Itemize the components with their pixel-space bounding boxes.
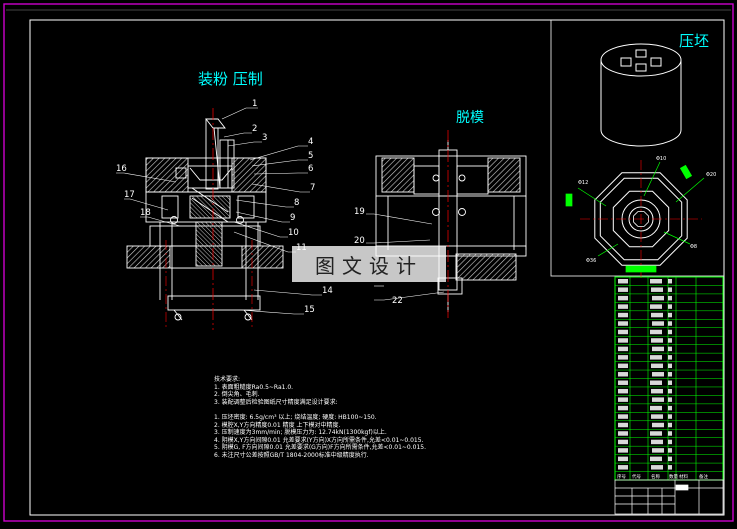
note-line: 2. 模腔X,Y方向精度0.01 精度 上下模对中精度.	[214, 421, 341, 429]
dimension-label: Φ20	[706, 172, 716, 178]
callout-label: 17	[124, 190, 135, 200]
note-line	[214, 406, 544, 414]
blank-dimensions	[565, 161, 705, 273]
note-line: 1. 表面粗糙度Ra0.5~Ra1.0.	[214, 383, 294, 391]
bom-header-cell: 数量	[669, 473, 678, 480]
note-line: 2. 倒尖角、毛刺.	[214, 391, 260, 399]
note-line: 4. 阴模X,Y方向间隙0.01 允差要求(Y方向)X方向所需条件,允差<0.0…	[214, 436, 424, 444]
bom-header-cell: 代号	[632, 473, 641, 480]
note-line: 3. 装配调整后检验图纸尺寸精度满足设计要求:	[214, 398, 338, 406]
dimension-label: Φ36	[586, 258, 596, 264]
callout-label: 4	[308, 137, 313, 147]
callout-label: 8	[294, 198, 299, 208]
callout-label: 20	[354, 236, 365, 246]
title-press: 装粉 压制	[198, 70, 263, 88]
note-line: 技术要求:	[214, 376, 241, 383]
callout-label: 19	[354, 207, 365, 217]
bom-header-cell: 备注	[699, 473, 708, 480]
bom-header-cell: 名称	[651, 473, 660, 480]
callout-label: 6	[308, 164, 313, 174]
callout-label: 15	[304, 305, 315, 315]
press-callouts: 12345678910111415161718	[116, 99, 333, 315]
outer-frame	[3, 3, 734, 522]
callout-label: 14	[322, 286, 333, 296]
callout-label: 22	[392, 296, 403, 306]
dimension-label: Φ10	[656, 156, 666, 162]
demold-assembly	[375, 140, 527, 312]
note-line: 6. 未注尺寸公差按照GB/T 1804-2000标准中级精度执行.	[214, 451, 369, 459]
callout-label: 1	[252, 99, 257, 109]
dimension-label: Φ12	[578, 180, 588, 186]
callout-label: 18	[140, 208, 151, 218]
watermark: 图文设计	[292, 246, 446, 282]
demold-callouts: 19 20 22	[354, 207, 403, 306]
title-demold: 脱模	[456, 110, 484, 126]
callout-label: 5	[308, 151, 313, 161]
callout-label: 3	[262, 133, 267, 143]
technical-notes: 技术要求:1. 表面粗糙度Ra0.5~Ra1.0.2. 倒尖角、毛刺.3. 装配…	[214, 376, 544, 460]
demold-leaders	[366, 213, 445, 301]
callout-label: 16	[116, 164, 127, 174]
title-blank: 压坯	[679, 32, 709, 50]
callout-label: 2	[252, 124, 257, 134]
bom-table: 序号代号 名称 数量材料 备注	[614, 276, 724, 481]
note-line: 3. 压制速度为3mm/min; 脱模压力为: 12.74kN(1300kgf)…	[214, 429, 387, 437]
bom-header-cell: 材料	[679, 473, 688, 480]
blank-view-box	[550, 19, 725, 277]
callout-label: 7	[310, 183, 315, 193]
note-line: 1. 压坯密度: 6.5g/cm³ 以上; 烧结温度; 硬度: HB100~15…	[214, 413, 377, 421]
bom-header-cell: 序号	[617, 473, 626, 480]
title-block	[614, 479, 724, 515]
dimension-label: Φ8	[690, 244, 697, 250]
blank-cylinder	[600, 43, 682, 147]
press-leaders	[116, 107, 322, 315]
callout-label: 10	[288, 228, 299, 238]
press-assembly	[126, 118, 284, 321]
note-line: 5. 阴模G, F方向间隙0.01 允差要求(G方向)F方向所需条件,允差<0.…	[214, 444, 427, 452]
callout-label: 9	[290, 213, 295, 223]
